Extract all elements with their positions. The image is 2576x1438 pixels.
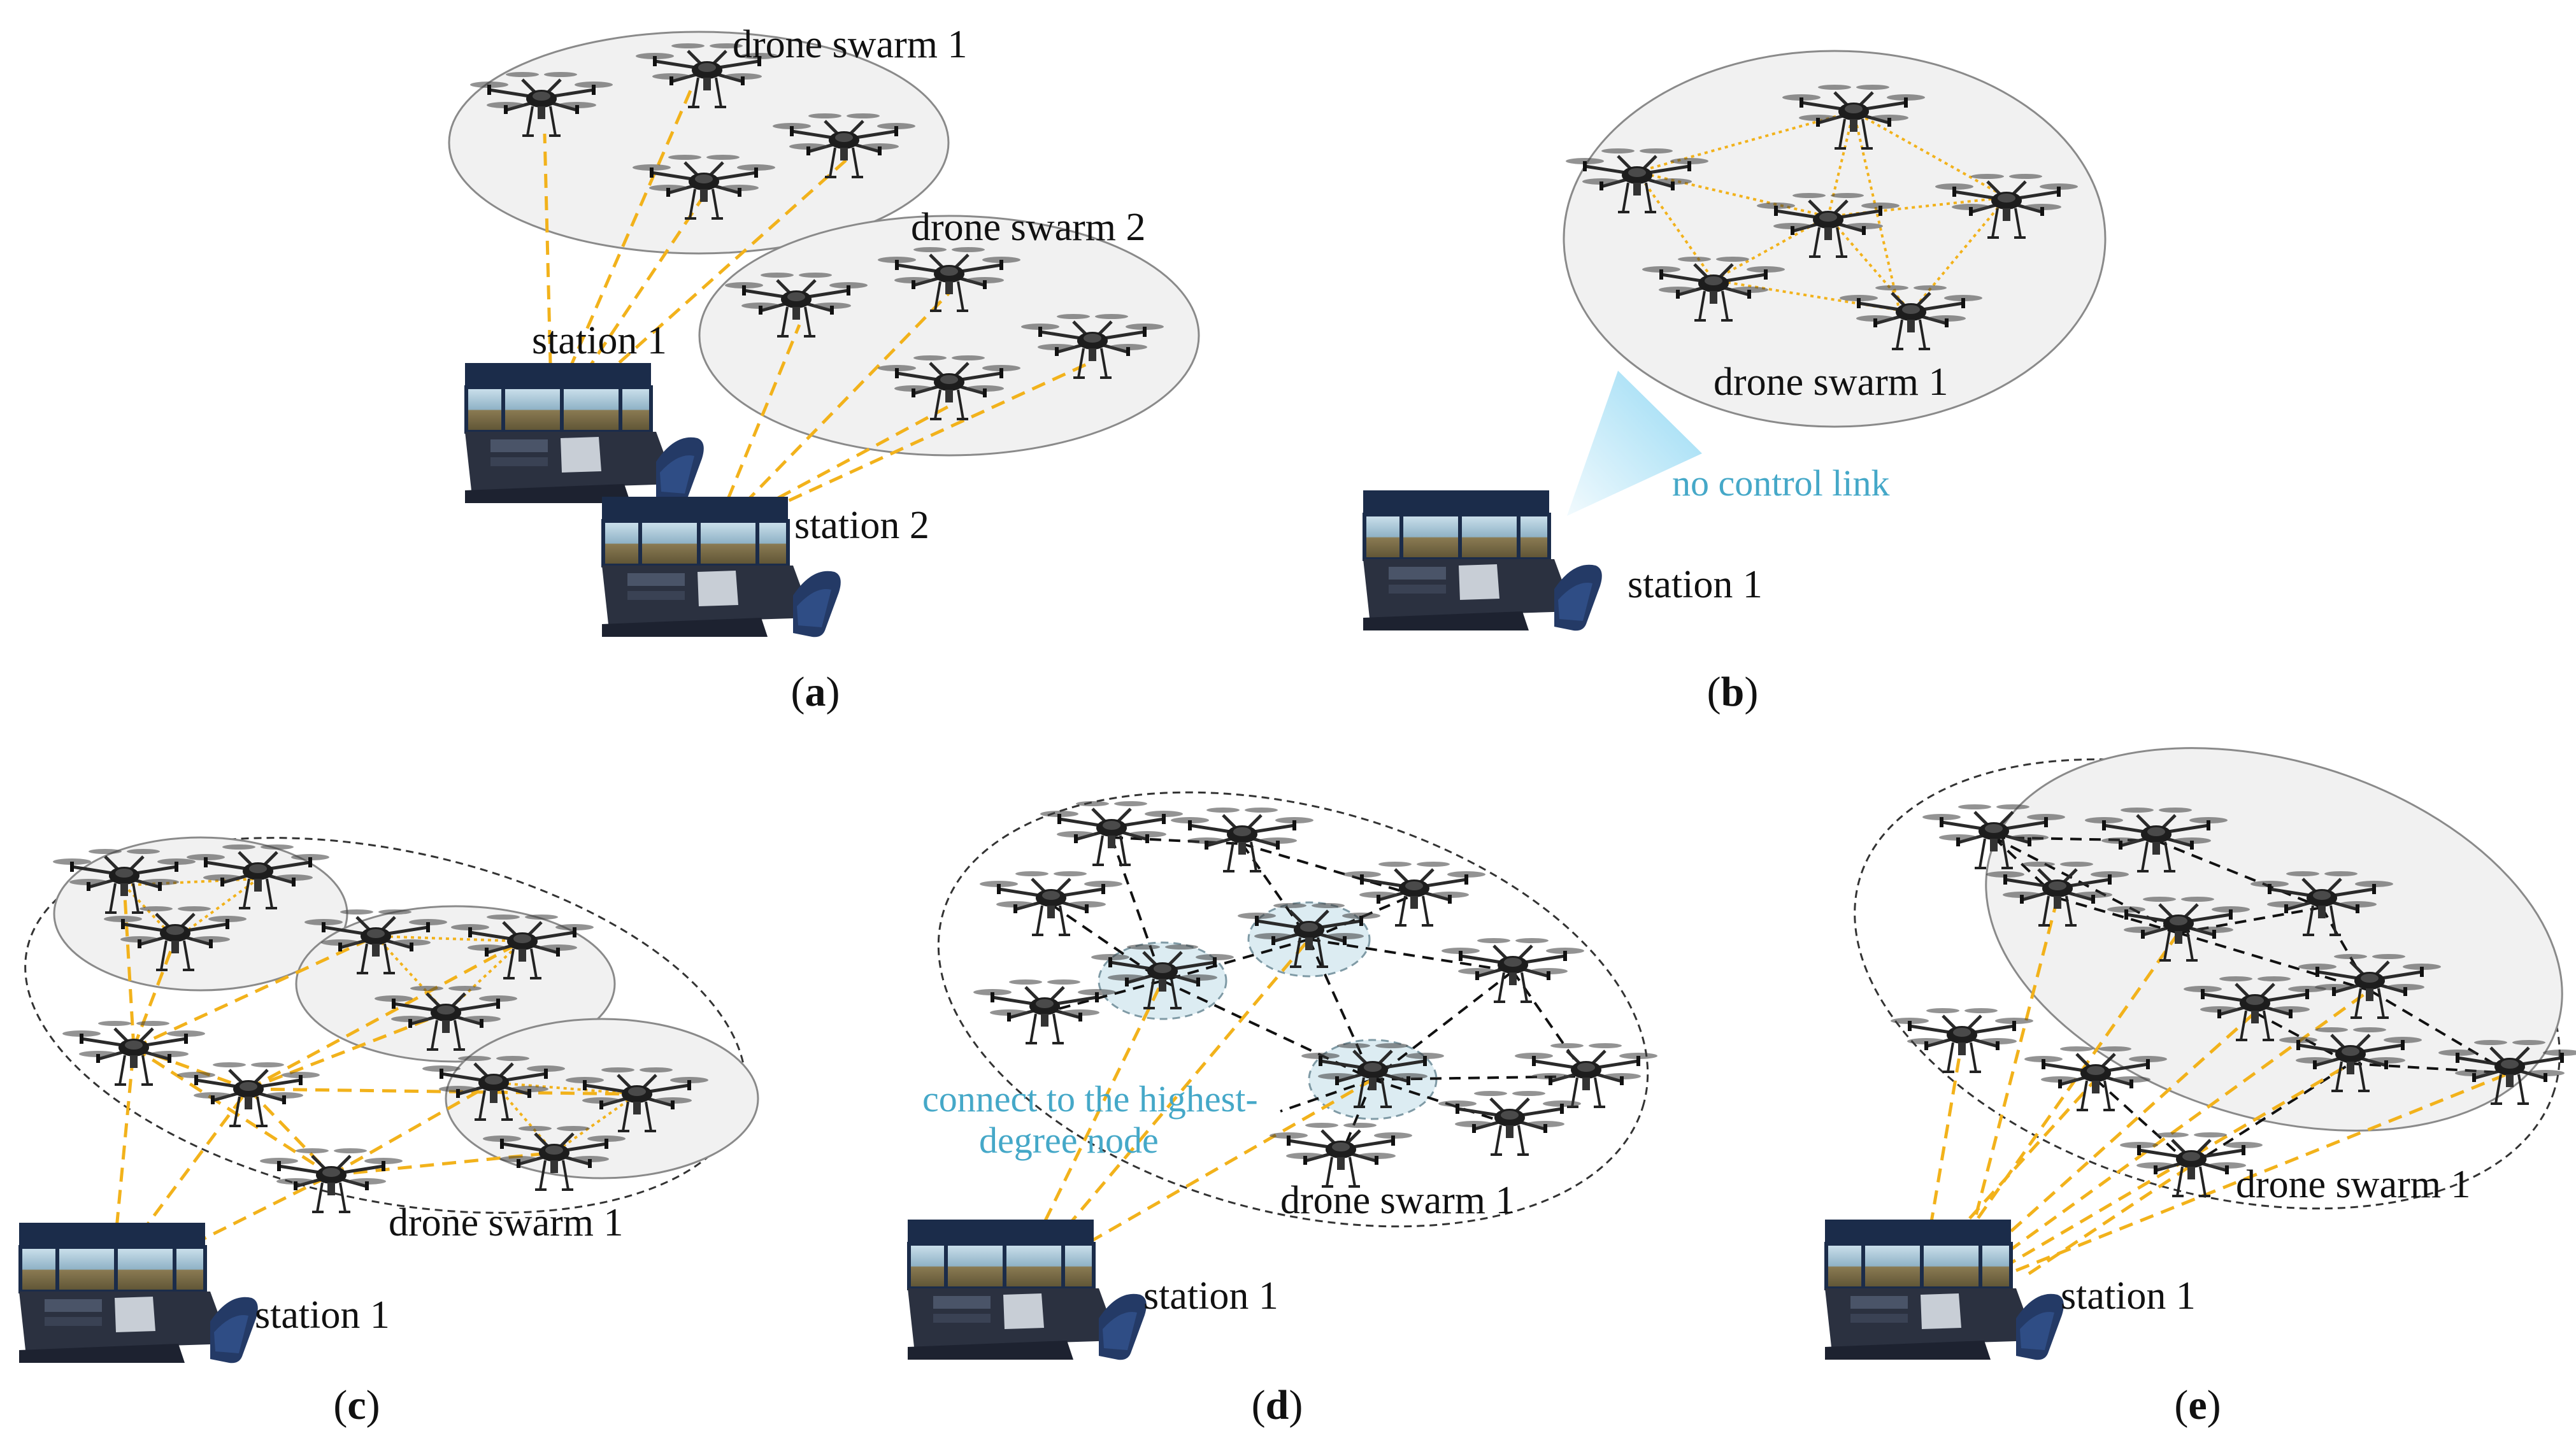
drone-icon [1270, 1123, 1412, 1186]
station-2-label: station 2 [794, 504, 929, 547]
station-icon [1363, 490, 1602, 630]
drone-icon [1515, 1043, 1657, 1107]
station-icon [465, 363, 704, 503]
caption-b: (b) [1707, 669, 1759, 715]
control-links-station-1 [543, 89, 848, 394]
highest-degree-annotation-line-1: connect to the highest- [922, 1078, 1258, 1120]
station-1-label: station 1 [532, 319, 667, 362]
caption-letter: e [2188, 1382, 2207, 1428]
swarm-1-region [448, 31, 950, 255]
no-control-link-annotation: no control link [1672, 462, 1890, 504]
caption-letter: c [347, 1382, 366, 1428]
station-icon [19, 1223, 258, 1363]
swarm-label: drone swarm 1 [389, 1201, 623, 1244]
no-control-link-beam [1567, 371, 1702, 516]
swarm-boundary [937, 791, 1649, 1228]
caption-letter: a [805, 669, 826, 715]
caption-letter: d [1266, 1382, 1289, 1428]
panel-c: drone swarm 1 station 1 (c) [0, 836, 759, 1428]
station-label: station 1 [1143, 1274, 1278, 1318]
swarm-label: drone swarm 1 [1280, 1179, 1515, 1222]
drone-icon [973, 979, 1116, 1043]
swarm-1-label: drone swarm 1 [733, 23, 967, 66]
control-links [1024, 938, 1374, 1266]
panel-b: drone swarm 1 no control link station 1 … [1363, 50, 2107, 715]
caption-a: (a) [791, 669, 840, 715]
swarm-2-label: drone swarm 2 [911, 206, 1145, 249]
panel-a: drone swarm 1 drone swarm 2 station 1 st… [448, 23, 1200, 715]
drone-icon [1891, 1008, 2033, 1072]
subswarm-mesh-links [121, 877, 641, 1155]
station-label: station 1 [2061, 1274, 2196, 1318]
panel-d: connect to the highest- degree node dron… [890, 791, 1696, 1428]
panel-e: drone swarm 1 station 1 (e) [1800, 747, 2576, 1428]
drone-icon [1171, 808, 1313, 871]
swarm-label: drone swarm 1 [1714, 360, 1948, 404]
caption-c: (c) [333, 1382, 380, 1428]
drone-icon [1442, 938, 1584, 1002]
drone-icon [260, 1148, 403, 1212]
caption-e: (e) [2174, 1382, 2221, 1428]
caption-d: (d) [1252, 1382, 1303, 1428]
swarm-label: drone swarm 1 [2236, 1163, 2470, 1206]
station-label: station 1 [1628, 563, 1763, 606]
drone-icon [1438, 1091, 1581, 1155]
highest-degree-annotation-line-2: degree node [979, 1120, 1159, 1161]
control-links-station-2 [718, 292, 1091, 521]
station-icon [908, 1220, 1147, 1360]
station-icon [1825, 1220, 2064, 1360]
station-label: station 1 [255, 1293, 390, 1337]
drone-icon [980, 871, 1122, 935]
caption-letter: b [1721, 669, 1745, 715]
swarm-region [1563, 50, 2107, 428]
